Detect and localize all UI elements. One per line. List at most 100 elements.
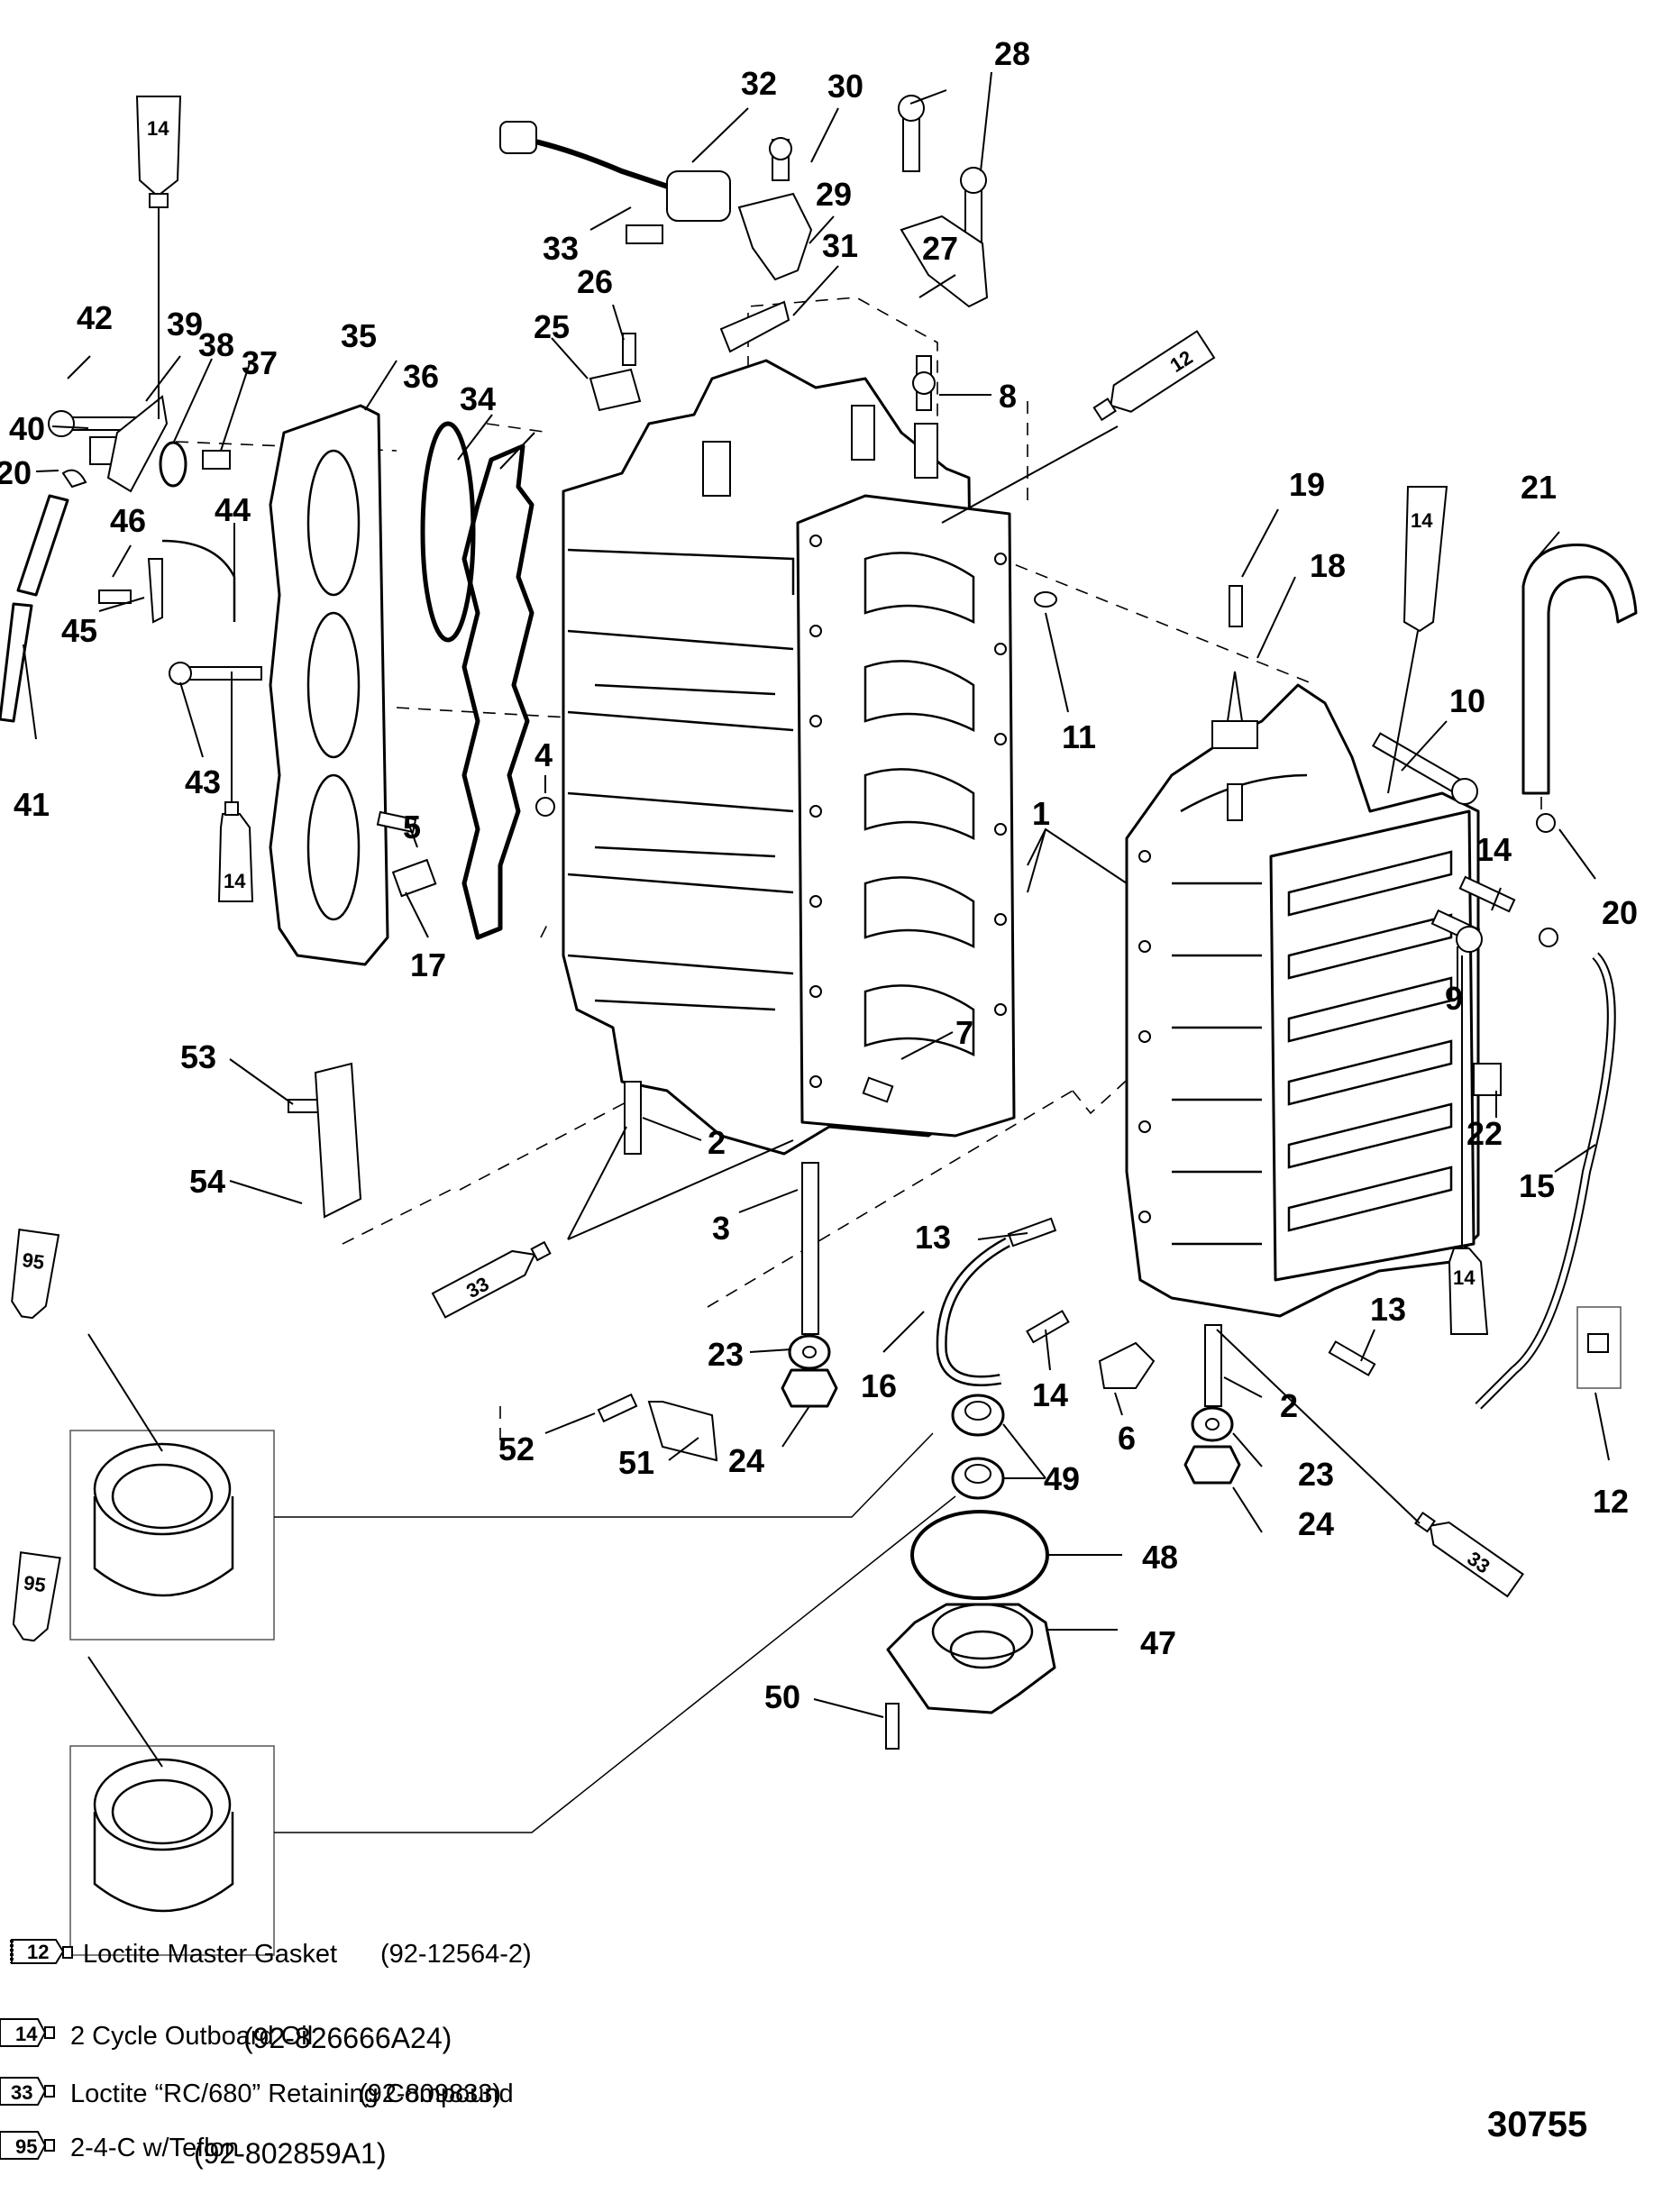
callout-39: 39 [167, 306, 203, 343]
legend-part-number: (92-809833) [359, 2079, 501, 2108]
legend-part-number: (92-802859A1) [194, 2137, 386, 2170]
callout-41: 41 [14, 786, 50, 823]
sealant-tube-14: 14 [135, 96, 182, 419]
callout-28: 28 [994, 35, 1030, 72]
callout-9: 9 [1445, 980, 1463, 1017]
callout-51: 51 [618, 1444, 654, 1481]
callout-35: 35 [341, 317, 377, 354]
legend-item-14: 14 2 Cycle Outboard Oil (92-826666A24) [0, 2018, 452, 2054]
callout-50: 50 [764, 1678, 800, 1715]
seal-detail-upper [69, 1430, 275, 1641]
svg-text:33: 33 [11, 2081, 32, 2104]
callout-19: 19 [1289, 466, 1325, 503]
callout-10: 10 [1449, 682, 1485, 719]
callout-5: 5 [403, 809, 421, 845]
callout-20: 20 [1602, 894, 1638, 931]
callout-21: 21 [1521, 469, 1557, 506]
callout-14: 14 [1032, 1376, 1068, 1413]
callout-leader-lines [23, 71, 1610, 1718]
callout-49: 49 [1044, 1460, 1080, 1497]
sealant-tubes: 14 14 12 14 14 [11, 96, 1524, 1768]
callout-13: 13 [1370, 1291, 1406, 1328]
callout-23: 23 [708, 1336, 744, 1373]
callout-18: 18 [1310, 547, 1346, 584]
callout-34: 34 [460, 380, 496, 417]
callout-37: 37 [242, 344, 278, 381]
callout-54: 54 [189, 1163, 225, 1200]
small-parts [0, 95, 1638, 1750]
svg-text:14: 14 [1453, 1266, 1476, 1289]
callout-43: 43 [185, 763, 221, 800]
callout-38: 38 [198, 326, 234, 363]
callout-44: 44 [215, 491, 251, 528]
callout-2: 2 [1280, 1387, 1298, 1424]
callout-30: 30 [827, 68, 863, 105]
sealant-tube-14: 14 [217, 672, 254, 902]
cylinder-head-35 [269, 404, 389, 966]
sealant-tube-icon [10, 1939, 73, 1964]
sealant-tube-33: 33 [431, 1240, 552, 1319]
sealant-tube-icon [0, 2077, 55, 2106]
sealant-tube-14: 14 [1387, 486, 1448, 794]
legend: 12 Loctite Master Gasket (92-12564-2) 14… [0, 1939, 532, 2170]
legend-part-number: (92-12564-2) [380, 1940, 532, 1969]
svg-text:14: 14 [224, 870, 246, 892]
callout-numbers: 28 32 30 29 33 31 27 26 25 8 42 39 38 37… [0, 35, 1638, 1715]
sealant-tube-95: 95 [12, 1551, 61, 1642]
svg-text:95: 95 [15, 2135, 37, 2158]
legend-description: Loctite “RC/680” Retaining Compound [70, 2079, 514, 2108]
callout-11: 11 [1062, 718, 1096, 755]
callout-46: 46 [110, 502, 146, 539]
sealant-tube-icon [0, 2018, 55, 2047]
callout-14: 14 [1476, 831, 1512, 868]
legend-part-number: (92-826666A24) [243, 2022, 452, 2054]
svg-text:95: 95 [23, 1571, 48, 1596]
sealant-tube-33: 33 [1414, 1511, 1524, 1598]
callout-45: 45 [61, 612, 97, 649]
callout-36: 36 [403, 358, 439, 395]
callout-32: 32 [741, 65, 777, 102]
gasket-34 [461, 443, 534, 940]
callout-16: 16 [861, 1367, 897, 1404]
legend-item-95: 95 2-4-C w/Teflon (92-802859A1) [0, 2131, 386, 2170]
svg-text:95: 95 [21, 1248, 46, 1274]
callout-27: 27 [922, 230, 958, 267]
callout-22: 22 [1466, 1115, 1503, 1152]
legend-description: 2 Cycle Outboard Oil [70, 2022, 313, 2051]
callout-48: 48 [1142, 1539, 1178, 1576]
drawing-number: 30755 [1487, 2105, 1587, 2144]
legend-description: Loctite Master Gasket [83, 1940, 337, 1969]
callout-15: 15 [1519, 1167, 1555, 1204]
callout-33: 33 [543, 230, 579, 267]
sealant-tube-14: 14 [1448, 955, 1489, 1335]
legend-description: 2-4-C w/Teflon [70, 2134, 239, 2162]
callout-3: 3 [712, 1210, 730, 1247]
svg-text:12: 12 [27, 1941, 49, 1963]
crankcase-block-left [562, 359, 1016, 1156]
callout-31: 31 [822, 227, 858, 264]
callout-8: 8 [999, 378, 1017, 415]
legend-item-33: 33 Loctite “RC/680” Retaining Compound (… [0, 2077, 514, 2108]
callout-17: 17 [410, 946, 446, 983]
svg-text:14: 14 [1411, 509, 1433, 532]
svg-text:14: 14 [147, 117, 169, 140]
callout-24: 24 [728, 1442, 764, 1479]
svg-text:14: 14 [15, 2023, 38, 2045]
callout-7: 7 [955, 1014, 973, 1051]
callout-52: 52 [498, 1430, 534, 1467]
seal-detail-lower [69, 1745, 275, 1956]
sealant-tube-12: 12 [1092, 330, 1216, 422]
callout-40: 40 [9, 410, 45, 447]
callout-12: 12 [1593, 1483, 1629, 1520]
gasket-36 [420, 421, 476, 643]
callout-2: 2 [708, 1124, 726, 1161]
callout-20: 20 [0, 454, 32, 491]
callout-53: 53 [180, 1038, 216, 1075]
callout-25: 25 [534, 308, 570, 345]
callout-42: 42 [77, 299, 113, 336]
crankcase-block-right [1125, 683, 1480, 1318]
callout-24: 24 [1298, 1505, 1334, 1542]
callout-1: 1 [1032, 795, 1050, 832]
callout-13: 13 [915, 1219, 951, 1256]
